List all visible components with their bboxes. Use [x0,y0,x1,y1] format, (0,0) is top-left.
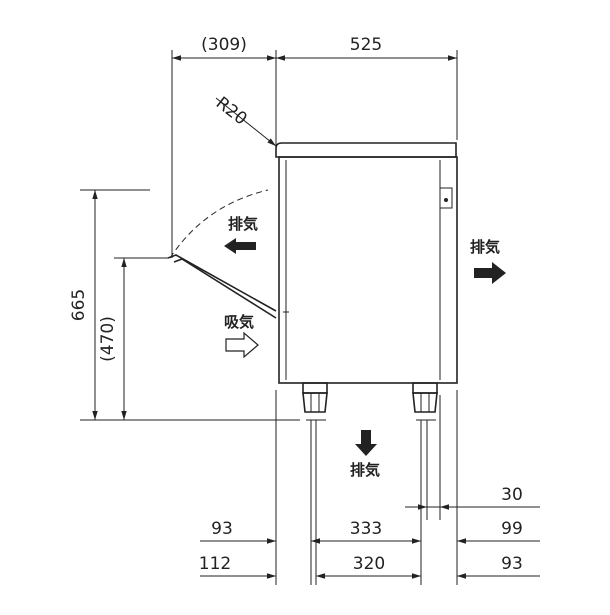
dim-height-total: 665 [69,289,89,321]
dim-row2-left: 112 [199,554,231,574]
dim-row1-left: 93 [211,519,233,539]
radius-label: R20 [212,93,251,129]
dim-top: (309) 525 [171,35,458,258]
dim-row1-mid: 333 [350,519,382,539]
dim-left: 665 (470) [69,189,300,421]
dim-row2-mid: 320 [353,554,385,574]
label-intake: 吸気 [224,313,254,331]
label-exhaust-bottom: 排気 [350,461,380,479]
airflow-exhaust-top: 排気 [224,215,258,254]
dim-height-open: (470) [98,316,118,362]
airflow-exhaust-bottom: 排気 [350,430,380,479]
lid-open [167,189,289,319]
dim-30: 30 [501,485,523,505]
dim-top-left: (309) [201,35,247,55]
airflow-intake: 吸気 [224,313,259,359]
label-exhaust-right: 排気 [470,238,500,256]
label-exhaust-top: 排気 [228,215,258,233]
airflow-exhaust-right: 排気 [470,238,506,284]
dim-row2-right: 93 [501,554,523,574]
leg-front [302,382,328,421]
cabinet-body [275,142,458,384]
dim-radius: R20 [212,93,277,147]
dim-row1-right: 99 [501,519,523,539]
dim-bottom: 30 93 333 99 112 320 93 [199,390,540,585]
dim-top-right: 525 [350,35,382,55]
leg-rear [412,382,438,421]
